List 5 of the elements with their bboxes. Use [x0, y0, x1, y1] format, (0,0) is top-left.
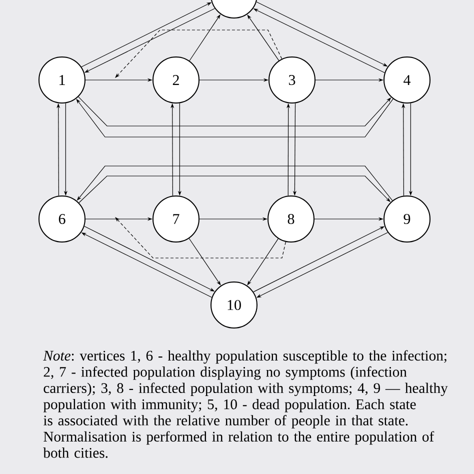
note-text: Note: vertices 1, 6 - healthy population susceptible to the infection; 2, 7 - infected population displaying no symptoms (infection carriers); 3, 8 - infected population with symptoms; 4, 9 — healthy population with immunity; 5, 10 - dead population. Each state is associated with the relative number of people in that state. Normalisation is performed in relation to the entire population of both cities. [43, 350, 448, 458]
arrow [115, 217, 286, 258]
arrow [247, 14, 280, 61]
arrow [115, 30, 282, 78]
arrow [76, 98, 394, 138]
